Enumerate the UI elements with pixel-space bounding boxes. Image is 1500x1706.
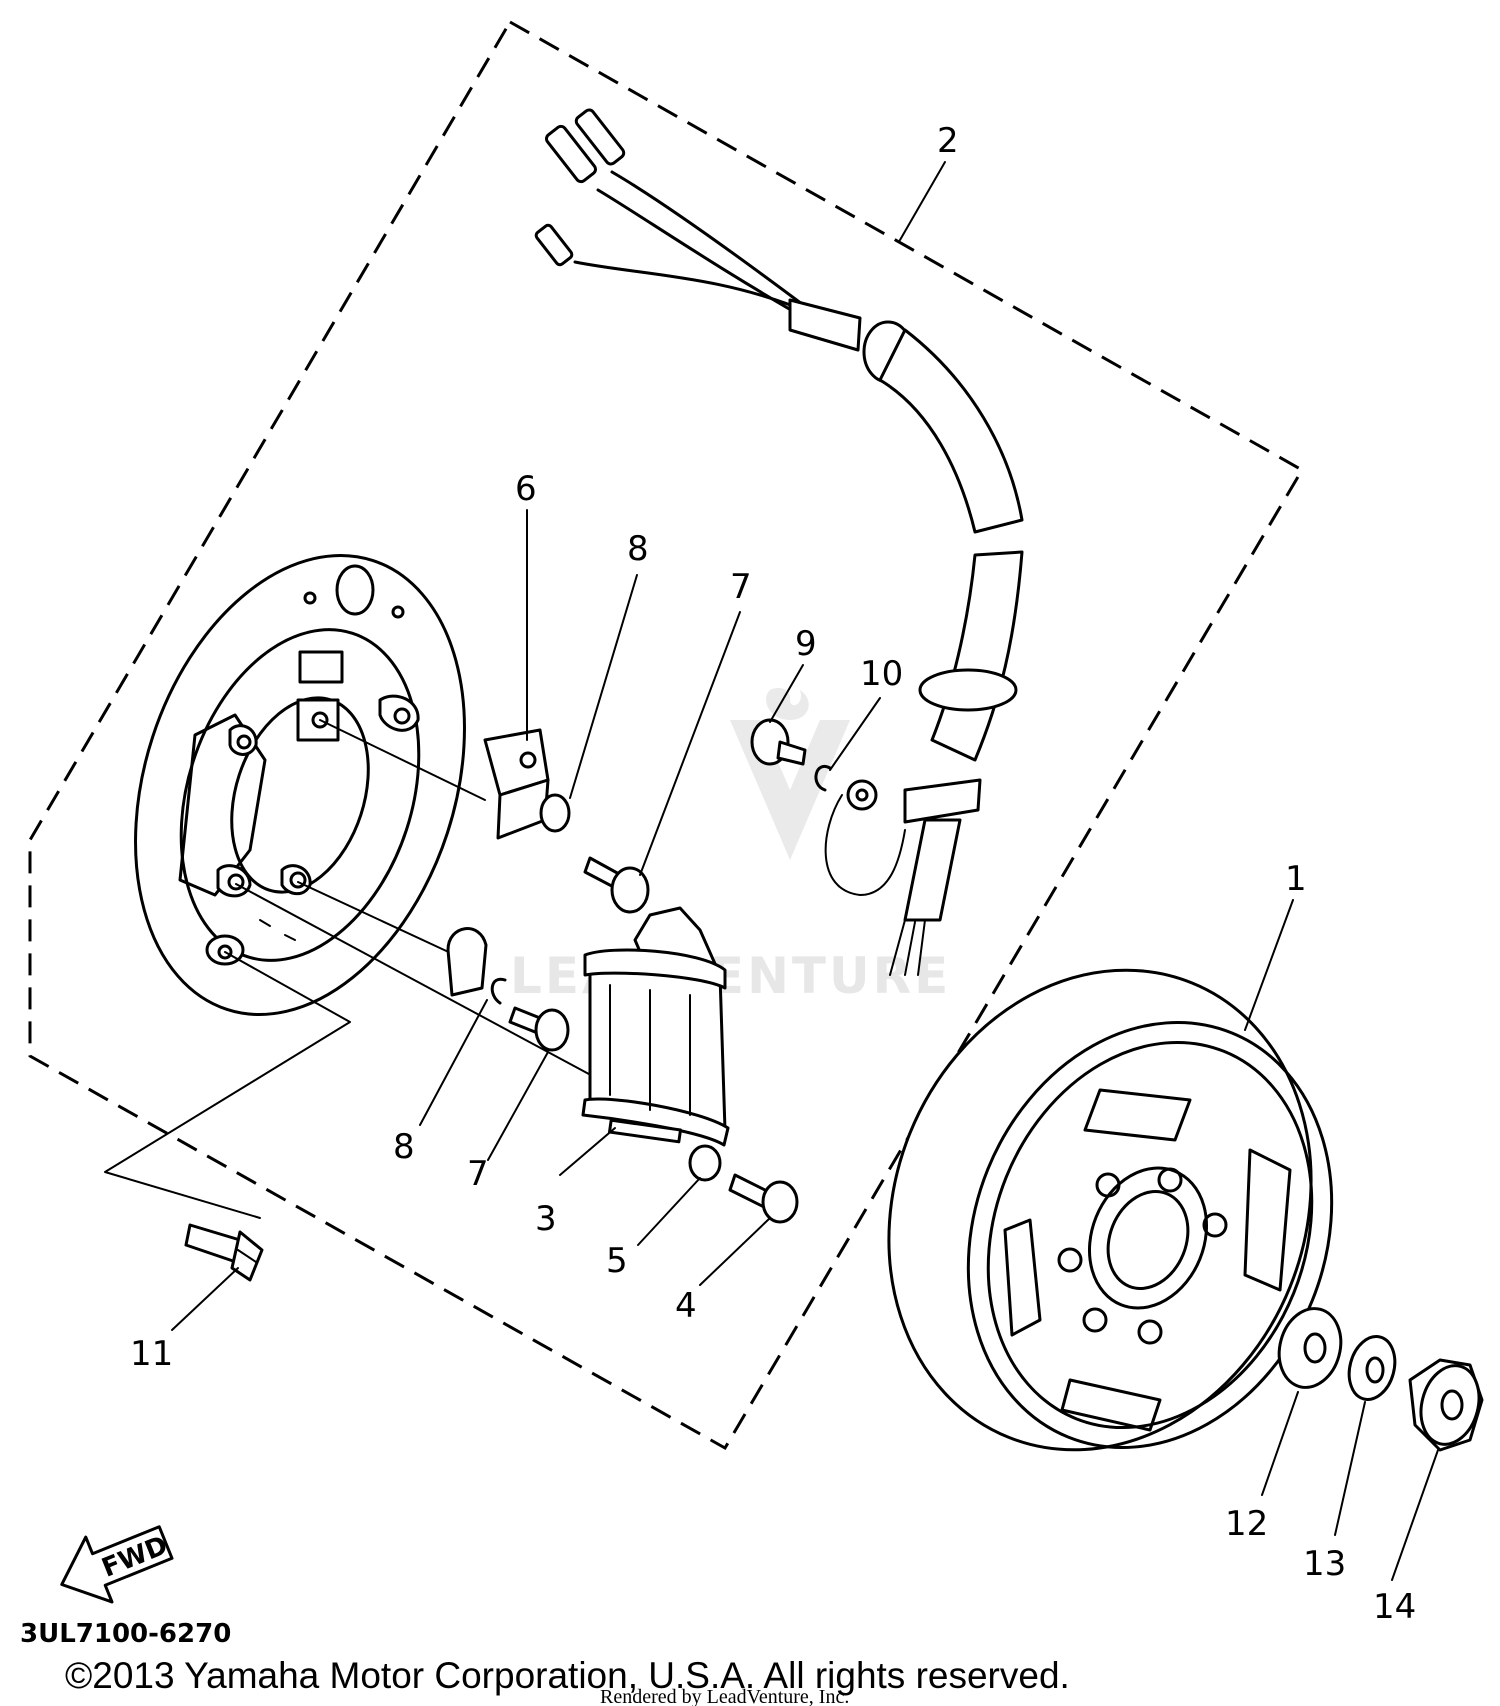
wire-harness <box>534 108 1024 976</box>
callout-13: 13 <box>1303 1544 1346 1584</box>
part-code: 3UL7100-6270 <box>20 1619 231 1649</box>
screw-4 <box>728 1173 799 1224</box>
callout-11: 11 <box>130 1334 173 1374</box>
washer-12 <box>1277 1307 1343 1389</box>
assembly-outline <box>28 20 1305 1451</box>
callout-1: 1 <box>1285 859 1307 899</box>
screw-7b <box>508 1006 570 1052</box>
callout-14: 14 <box>1373 1587 1416 1627</box>
callout-7b: 7 <box>467 1154 489 1194</box>
callout-9: 9 <box>795 624 817 664</box>
callout-5: 5 <box>606 1241 628 1281</box>
screw-7a <box>583 856 650 914</box>
callouts: 2 6 8 7 9 10 1 8 7 3 5 4 11 12 13 14 <box>130 121 1416 1627</box>
copyright-notice: ©2013 Yamaha Motor Corporation, U.S.A. A… <box>65 1655 1070 1696</box>
callout-12: 12 <box>1225 1504 1268 1544</box>
leader-lines <box>171 161 1439 1581</box>
watermark-logo: LEADVENTURE <box>510 688 951 1005</box>
lock-washer-13 <box>1347 1335 1397 1401</box>
callout-8a: 8 <box>627 529 649 569</box>
nut-14 <box>1408 1358 1484 1452</box>
callout-7a: 7 <box>730 567 752 607</box>
callout-10: 10 <box>860 654 903 694</box>
screw-11 <box>184 1223 264 1282</box>
washer-5 <box>688 1144 722 1182</box>
washer-8a <box>539 793 571 833</box>
callout-3: 3 <box>535 1199 557 1239</box>
watermark-text: LEADVENTURE <box>510 947 951 1005</box>
screw-9 <box>750 718 807 766</box>
wire-clip <box>446 927 488 997</box>
flywheel-rotor <box>887 968 1334 1452</box>
callout-8b: 8 <box>393 1127 415 1167</box>
callout-4: 4 <box>675 1286 697 1326</box>
washer-10 <box>814 764 832 792</box>
pulser-coil <box>483 728 550 840</box>
callout-2: 2 <box>937 121 959 161</box>
washer-8b <box>490 977 507 1005</box>
callout-6: 6 <box>515 469 537 509</box>
centre-lines <box>104 719 601 1219</box>
fwd-arrow: FWD <box>60 1525 174 1604</box>
charge-coil <box>581 906 730 1147</box>
rendered-by: Rendered by LeadVenture, Inc. <box>600 1686 849 1706</box>
